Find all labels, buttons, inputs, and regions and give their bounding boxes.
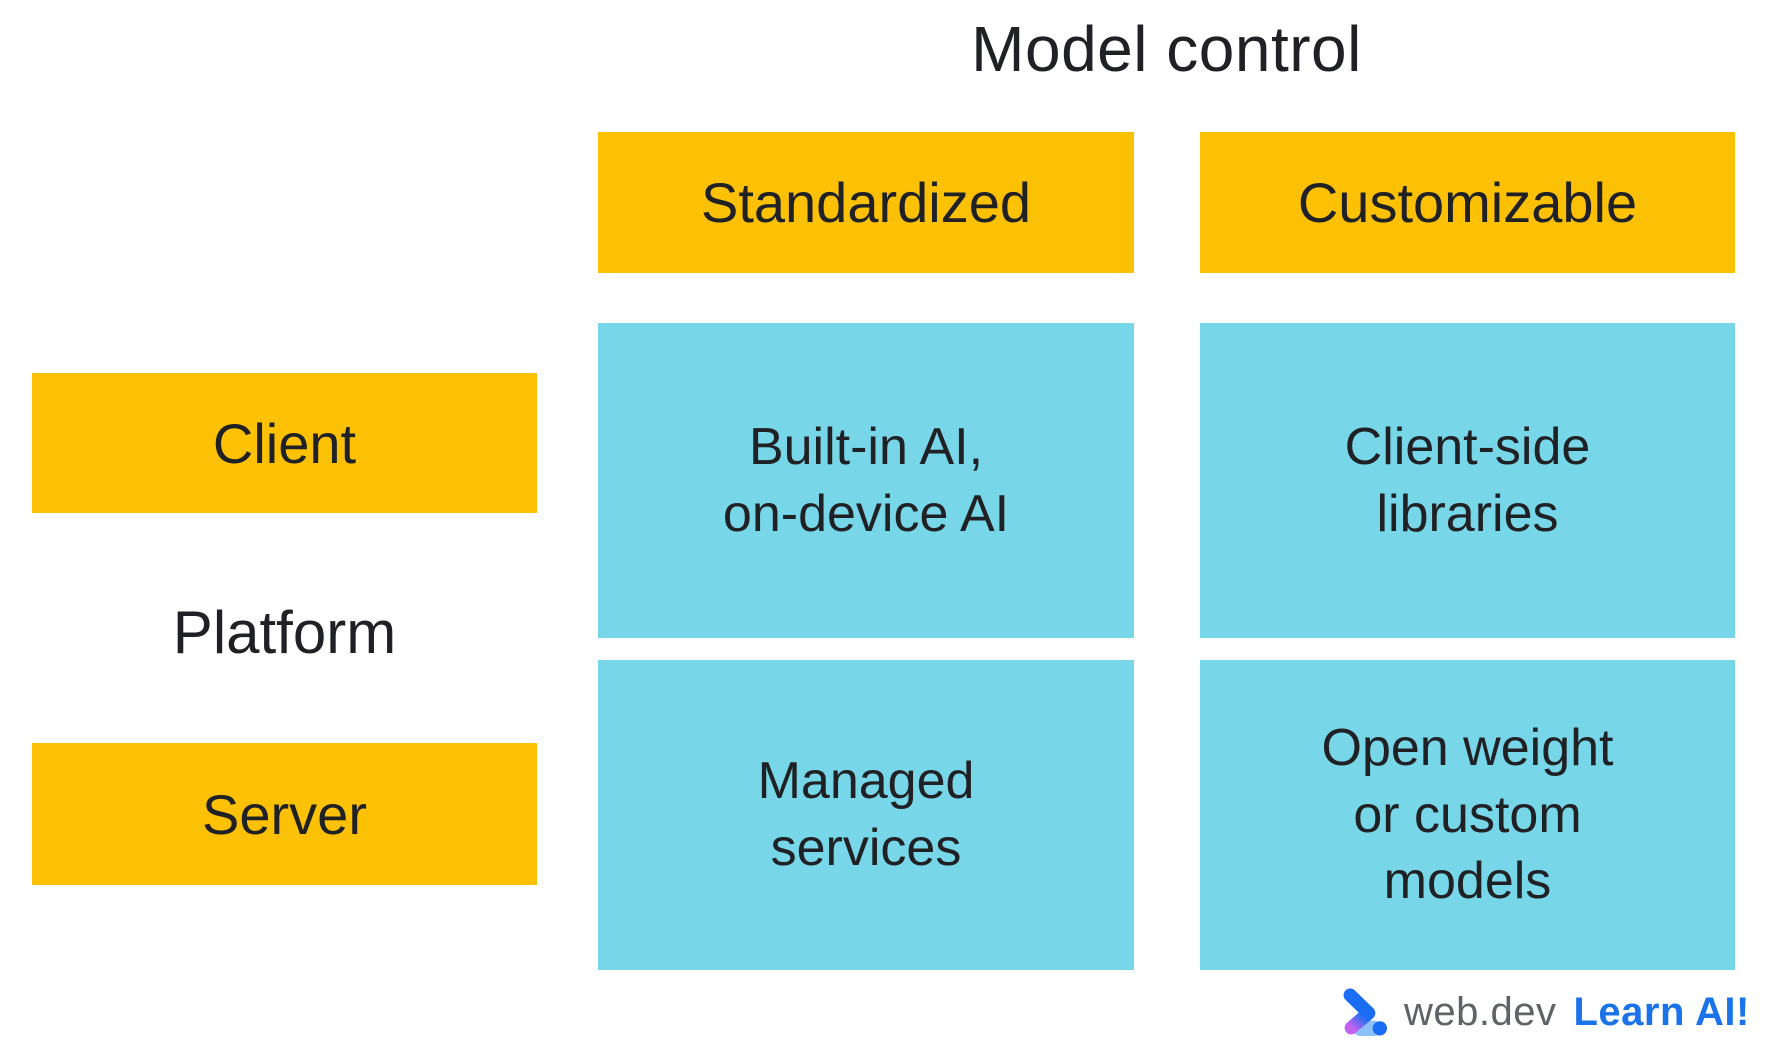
cell-line: Open weight (1321, 719, 1614, 778)
cell-line: Client-side (1344, 417, 1591, 476)
learn-ai-label: Learn AI! (1573, 989, 1750, 1034)
axis-label-platform: Platform (172, 599, 397, 666)
column-header-label: Standardized (700, 171, 1031, 234)
diagram-title: Model control (971, 13, 1362, 85)
column-header-label: Customizable (1297, 171, 1638, 234)
footer-brand: web.dev Learn AI! (1340, 986, 1750, 1038)
column-header-customizable: Customizable (1200, 132, 1735, 273)
row-label-text: Server (202, 782, 367, 846)
cell-line: or custom (1353, 785, 1582, 844)
column-header-standardized: Standardized (598, 132, 1134, 273)
cell-line: models (1383, 852, 1552, 911)
cell-server-standardized: Managed services (598, 660, 1134, 970)
web-dev-logo-icon (1343, 988, 1387, 1037)
cell-line: on-device AI (722, 484, 1010, 543)
cell-line: Managed (757, 752, 975, 811)
cell-line: services (770, 819, 962, 877)
cell-line: libraries (1376, 484, 1559, 543)
row-label-text: Client (212, 411, 357, 475)
row-label-server: Server (32, 743, 537, 885)
row-label-client: Client (32, 373, 537, 513)
cell-server-customizable: Open weight or custom models (1200, 660, 1735, 970)
cell-client-customizable: Client-side libraries (1200, 323, 1735, 638)
brand-name: web.dev (1404, 989, 1557, 1034)
cell-line: Built-in AI, (748, 417, 984, 476)
cell-client-standardized: Built-in AI, on-device AI (598, 323, 1134, 638)
